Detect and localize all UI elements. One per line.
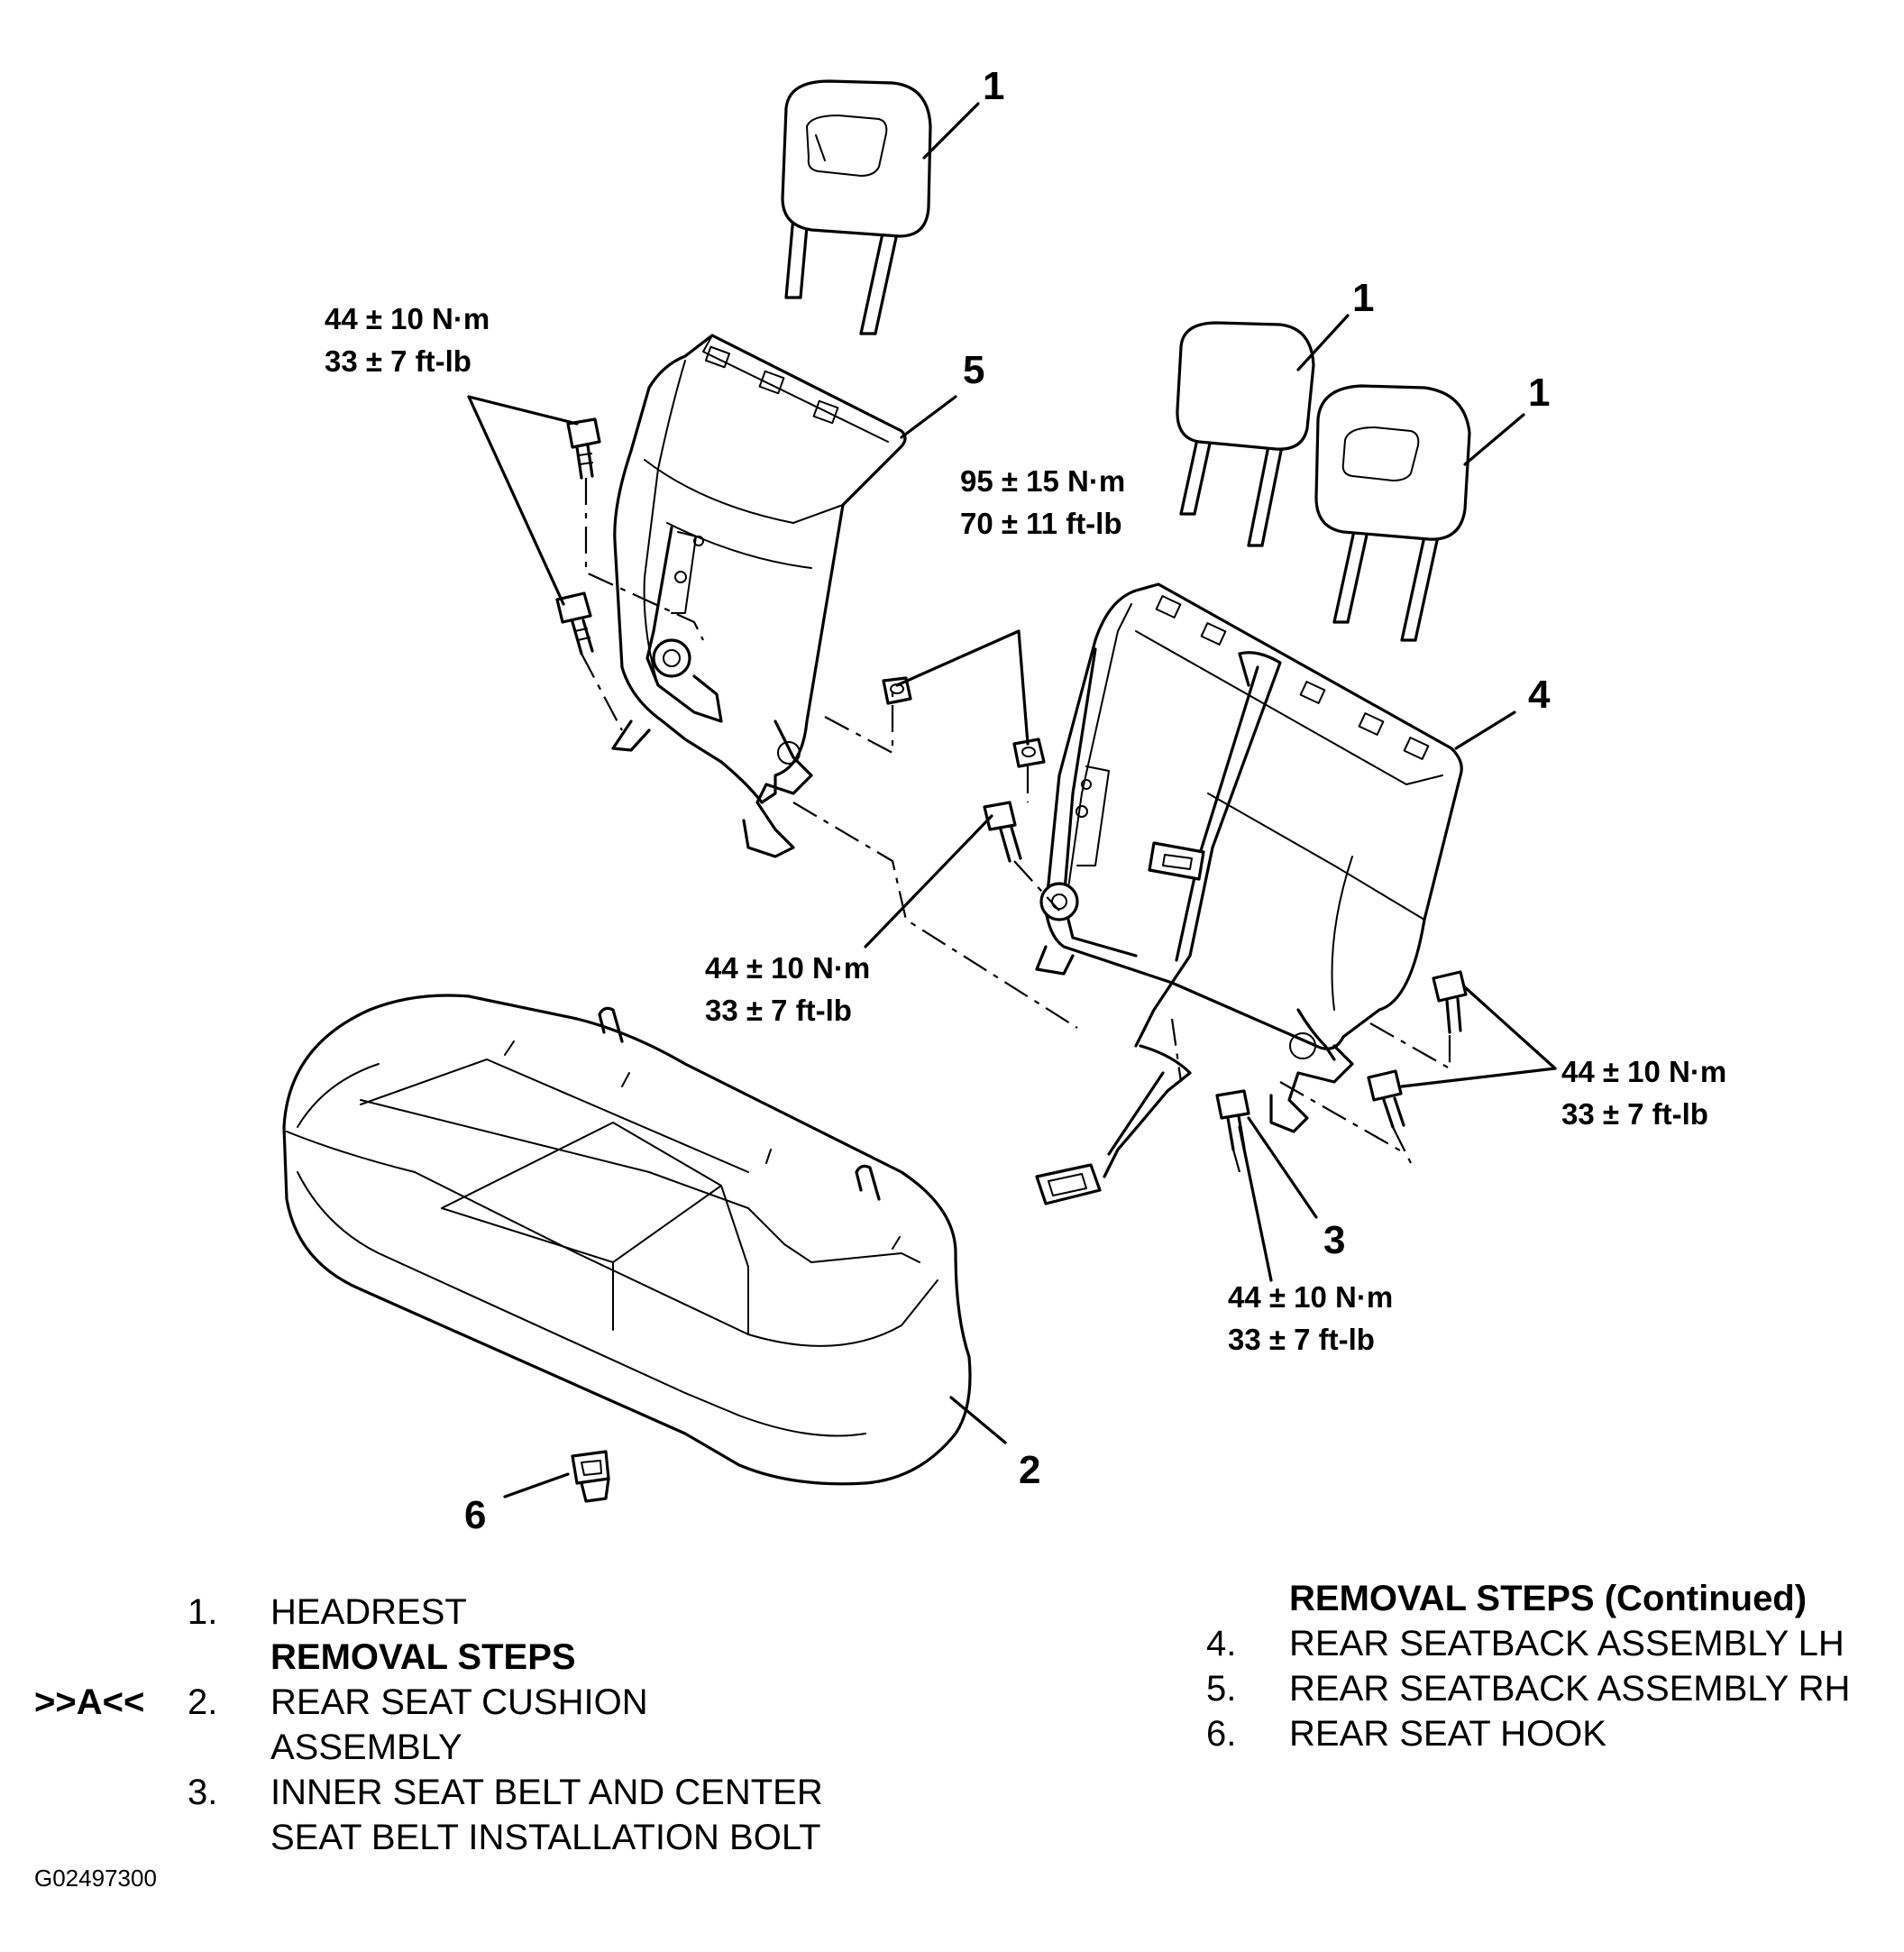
legend-text-seatback-rh: REAR SEATBACK ASSEMBLY RH [1289, 1669, 1851, 1709]
legend-text-headrest: HEADREST [270, 1592, 467, 1632]
legend-text-belt-1: INNER SEAT BELT AND CENTER [270, 1773, 823, 1812]
callout-seatback-rh: 5 [963, 348, 984, 392]
callout-seatback-lh: 4 [1528, 673, 1551, 717]
legend-text-cushion-1: REAR SEAT CUSHION [270, 1682, 648, 1722]
torque-lh-nm: 44 ± 10 N·m [1561, 1055, 1726, 1088]
figure-id: G02497300 [34, 1865, 157, 1892]
callout-headrest-center: 1 [1352, 276, 1374, 320]
torque-center-bolt-nm: 44 ± 10 N·m [705, 951, 870, 985]
legend-text-hook: REAR SEAT HOOK [1289, 1714, 1606, 1754]
bolt-rh-lower [555, 591, 594, 655]
legend-num-5: 5. [1206, 1669, 1237, 1709]
headrest-center [1176, 321, 1315, 547]
bolt-lh-upper [1432, 970, 1468, 1034]
torque-rh-nm: 44 ± 10 N·m [325, 302, 490, 335]
legend-num-4: 4. [1206, 1624, 1237, 1663]
callout-cushion: 2 [1019, 1448, 1040, 1492]
leader-lines [467, 102, 1557, 1498]
legend-text-cushion-2: ASSEMBLY [270, 1727, 462, 1767]
headrest-rh [781, 79, 932, 335]
bolt-lh-lower [1367, 1069, 1405, 1129]
seatback-lh [1035, 582, 1463, 1205]
callout-headrest-lh: 1 [1528, 371, 1550, 415]
legend-num-1: 1. [188, 1592, 218, 1632]
torque-rh-ftlb: 33 ± 7 ft-lb [325, 344, 471, 378]
legend-num-3: 3. [188, 1773, 218, 1812]
legend-text-seatback-lh: REAR SEATBACK ASSEMBLY LH [1289, 1624, 1844, 1663]
legend-num-6: 6. [1206, 1714, 1237, 1754]
nut-center-lower [1012, 738, 1046, 768]
legend-heading-removal-steps: REMOVAL STEPS [270, 1637, 576, 1677]
torque-belt-nm: 44 ± 10 N·m [1228, 1280, 1393, 1314]
legend-heading-continued: REMOVAL STEPS (Continued) [1289, 1579, 1808, 1618]
torque-center-bolt-ftlb: 33 ± 7 ft-lb [705, 994, 852, 1027]
torque-center-nut-ftlb: 70 ± 11 ft-lb [960, 507, 1122, 540]
bolt-belt [1215, 1089, 1250, 1151]
callout-belt-bolt: 3 [1323, 1218, 1345, 1262]
legend-mark-a: >>A<< [34, 1682, 145, 1722]
bolt-rh-upper [566, 417, 601, 480]
torque-lh-ftlb: 33 ± 7 ft-lb [1561, 1097, 1708, 1131]
legend-text-belt-2: SEAT BELT INSTALLATION BOLT [270, 1818, 821, 1857]
seat-cushion [282, 994, 972, 1486]
installation-lines [581, 478, 1451, 1173]
legend-num-2: 2. [188, 1682, 218, 1722]
callout-hook: 6 [464, 1493, 486, 1537]
callout-headrest-rh: 1 [983, 64, 1004, 108]
torque-center-nut-nm: 95 ± 15 N·m [960, 464, 1125, 498]
exploded-view-diagram: 1 1 1 5 4 2 3 6 44 ± 10 N·m 33 ± 7 ft-lb… [282, 64, 1726, 1537]
seat-hook [571, 1450, 610, 1503]
nut-center-upper [882, 676, 912, 705]
bolt-center [983, 801, 1022, 863]
torque-belt-ftlb: 33 ± 7 ft-lb [1228, 1323, 1375, 1356]
headrest-lh [1314, 384, 1471, 642]
seatback-rh [611, 334, 907, 858]
